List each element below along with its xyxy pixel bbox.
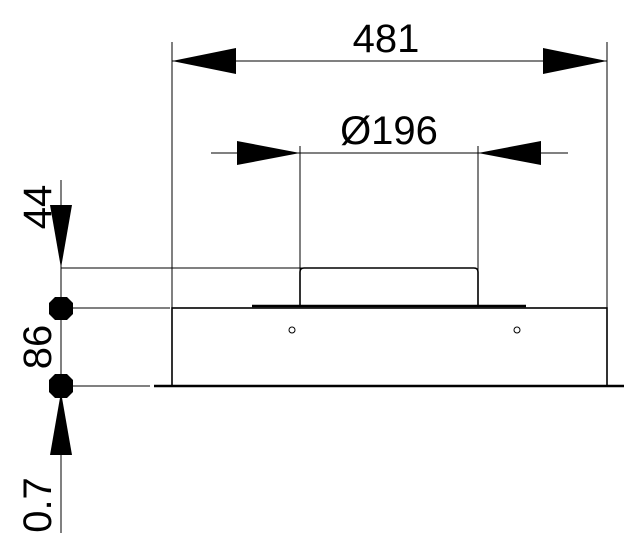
arrow-up-icon [50,392,72,455]
arrow-down-icon [50,205,72,268]
dot-marker-top-icon [49,297,73,320]
collar-outline [299,267,479,306]
hood-body [171,307,608,387]
dot-marker-bottom-icon [49,374,73,398]
overall-width-label: 481 [353,17,420,61]
body-height-label: 86 [16,325,60,370]
arrow-diameter-left-icon [237,141,300,165]
arrow-diameter-right-icon [478,141,541,165]
hood-outline [154,267,624,388]
overall-width-dimension: 481 [171,17,608,386]
collar-height-label: 44 [16,185,60,230]
arrow-right-icon [543,48,607,74]
collar-diameter-label: Ø196 [340,109,438,153]
vertical-dimension-chain: 44 86 0.7 [16,180,302,533]
screw-hole-left-icon [288,326,296,334]
screw-hole-right-icon [513,326,521,334]
arrow-left-icon [172,48,236,74]
flange-thickness-label: 0.7 [16,477,60,533]
collar-diameter-dimension: Ø196 [211,109,568,270]
